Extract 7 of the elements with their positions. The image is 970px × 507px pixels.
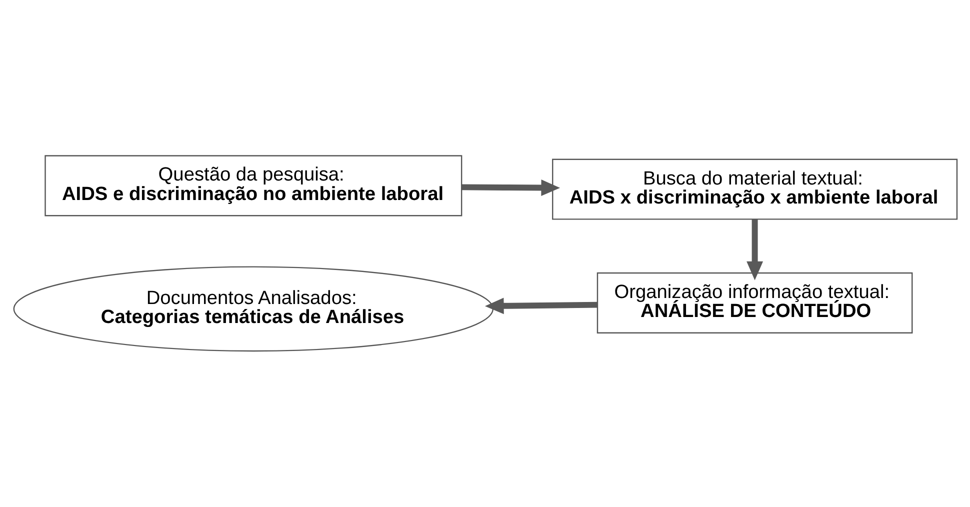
arrow — [484, 298, 597, 314]
node-box: Organização informação textual: ANÁLISE DE CONTEÚDO — [596, 272, 912, 334]
node-box: Questão da pesquisa: AIDS e discriminação no ambiente laboral — [44, 155, 462, 216]
node-box: Busca do material textual: AIDS x discriminação x ambiente laboral — [552, 158, 958, 220]
arrow — [461, 180, 560, 196]
arrow — [746, 219, 763, 280]
node-ellipse: Documentos Analisados: Categorias temáticas de Análises — [12, 266, 494, 352]
